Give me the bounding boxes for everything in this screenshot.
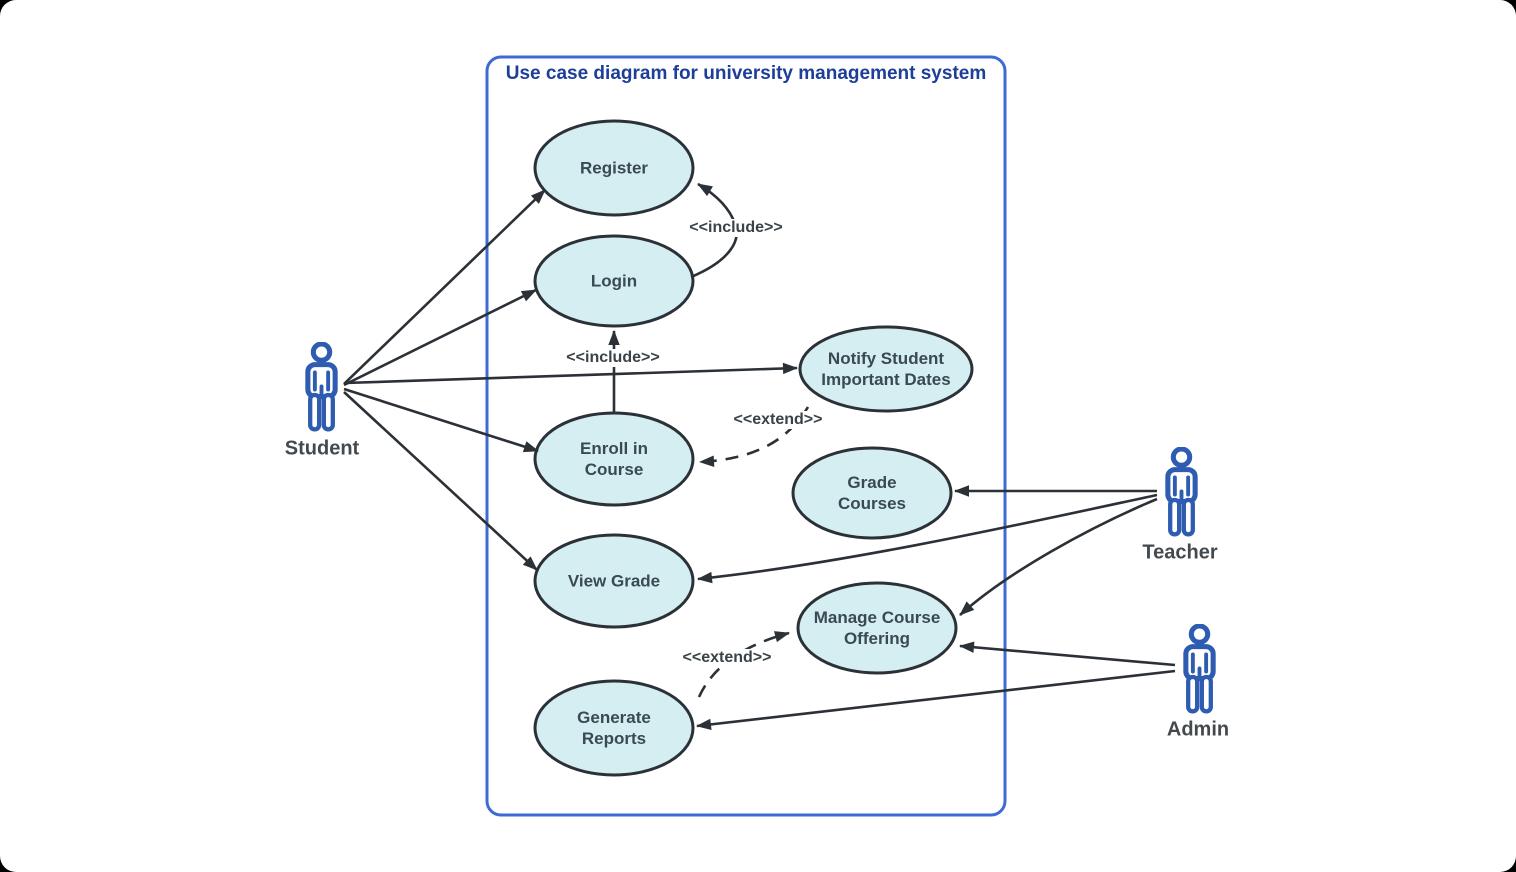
use-case-manage-ellipse [796, 581, 958, 675]
use-case-login-ellipse [533, 234, 695, 328]
use-case-register-label: Register [579, 158, 649, 178]
edge-student-notify [344, 362, 798, 385]
edge-admin-manage [959, 641, 1176, 667]
extend-label-notify: <<extend>> [730, 411, 826, 429]
extend-label-reports: <<extend>> [679, 649, 775, 667]
teacher-actor-label: Teacher [1142, 541, 1218, 564]
edge-admin-reports [696, 669, 1176, 731]
student-actor-label: Student [284, 437, 360, 460]
admin-actor-icon [1186, 626, 1213, 711]
use-case-notify-ellipse [798, 325, 974, 413]
use-case-login-label: Login [590, 271, 638, 291]
admin-actor-label: Admin [1166, 718, 1230, 741]
use-case-view-grade-ellipse [533, 533, 695, 629]
edge-teacher-manage [959, 497, 1158, 616]
student-actor-icon [308, 344, 335, 429]
edge-student-login [343, 288, 537, 387]
use-case-reports-ellipse [533, 679, 695, 777]
include-label-register: <<include>> [686, 219, 786, 237]
use-case-enroll-ellipse [533, 411, 695, 507]
use-case-notify-label: Notify Student Important Dates [821, 348, 951, 389]
teacher-actor-icon [1168, 449, 1195, 534]
include-label-enroll: <<include>> [563, 349, 663, 367]
use-case-enroll-label: Enroll in Course [580, 438, 648, 479]
edge-student-enroll [343, 387, 539, 453]
use-case-grade-ellipse [791, 446, 953, 540]
edge-student-register [343, 189, 546, 385]
use-case-register-ellipse [533, 119, 695, 217]
use-case-reports-label: Generate Reports [577, 707, 651, 748]
diagram-title: Use case diagram for university manageme… [505, 63, 987, 84]
use-case-view-grade-label: View Grade [567, 571, 661, 591]
use-case-manage-label: Manage Course Offering [813, 607, 941, 648]
edge-student-view-grade [343, 391, 538, 571]
edge-teacher-view-grade [697, 493, 1158, 584]
use-case-grade-label: Grade Courses [837, 472, 907, 513]
